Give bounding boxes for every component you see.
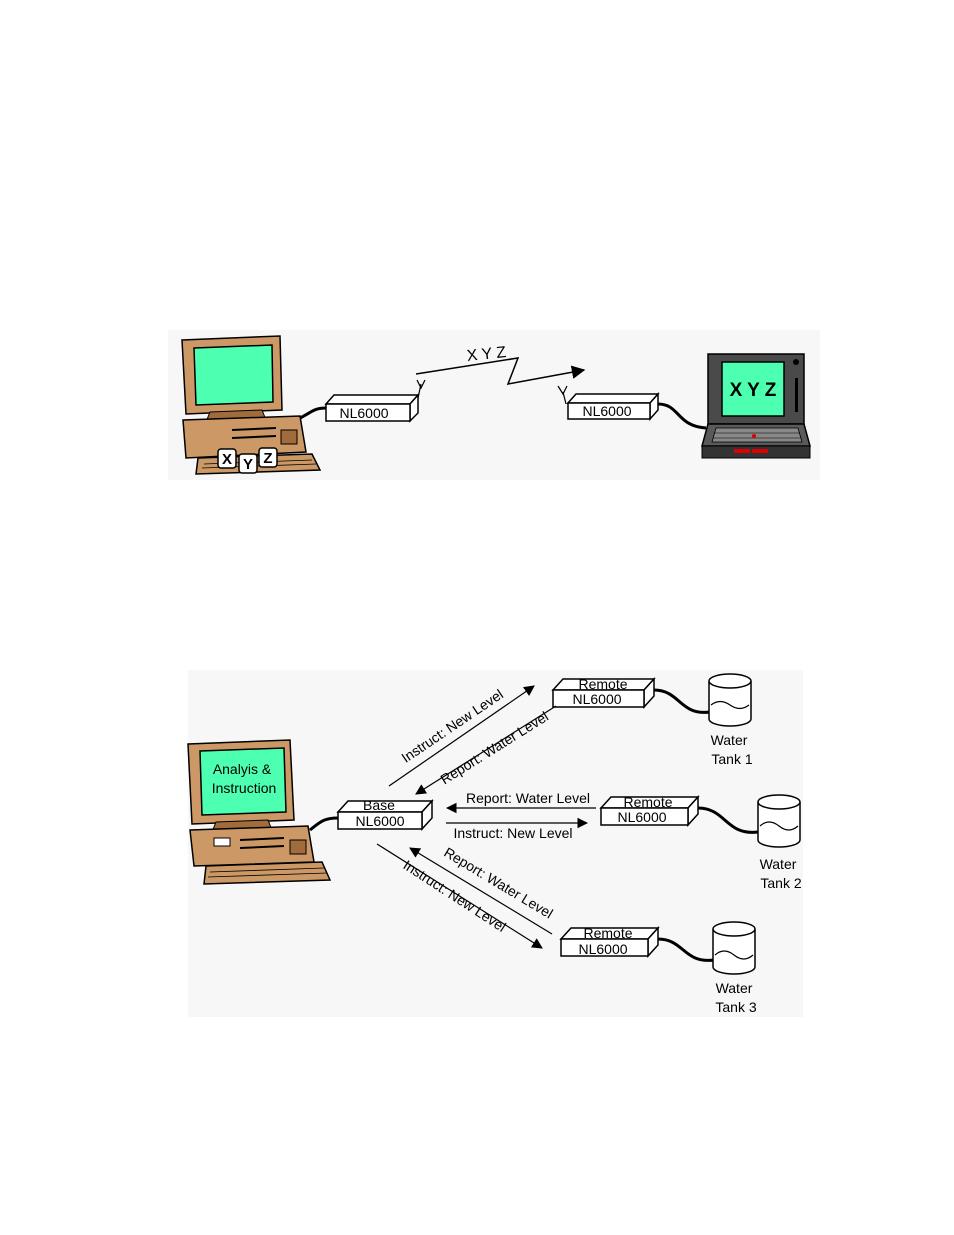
radio-signal-zigzag bbox=[415, 357, 586, 385]
desktop-computer-2-icon: Analyis & Instruction bbox=[187, 739, 332, 885]
label-report-remote-2: Report: Water Level bbox=[466, 790, 590, 806]
diagram-base-remote: Analyis & Instruction Base NL6000 bbox=[187, 670, 803, 1017]
cable-remote-3-tank bbox=[657, 937, 715, 962]
cable-desktop-radio bbox=[299, 406, 327, 420]
keycap-y: Y bbox=[238, 453, 258, 474]
arrow-instruct-remote-3 bbox=[376, 843, 543, 949]
remote-1-line-1: Remote bbox=[578, 676, 627, 692]
tank-3-line-2: Tank 3 bbox=[715, 999, 756, 1015]
tank-2-line-2: Tank 2 bbox=[760, 875, 801, 891]
arrow-instruct-remote-1 bbox=[388, 685, 535, 787]
remote-3-line-1: Remote bbox=[583, 925, 632, 941]
keycap-y-label: Y bbox=[243, 456, 253, 473]
tank-1-line-2: Tank 1 bbox=[711, 751, 752, 767]
remote-3-line-2: NL6000 bbox=[578, 941, 627, 957]
radio-right-label: NL6000 bbox=[582, 403, 631, 419]
cable-remote-1-tank bbox=[653, 688, 711, 714]
keycap-x-label: X bbox=[222, 451, 232, 468]
cable-desktop-base bbox=[309, 816, 339, 832]
remote-radio-2: Remote NL6000 bbox=[599, 794, 700, 827]
radio-left: NL6000 bbox=[324, 379, 426, 423]
screen-line-1: Analyis & bbox=[213, 761, 272, 777]
laptop-screen bbox=[721, 361, 785, 417]
base-radio: Base NL6000 bbox=[336, 797, 434, 831]
tank-1-line-1: Water bbox=[711, 732, 748, 748]
keycap-x: X bbox=[217, 448, 237, 469]
cable-radio-laptop bbox=[657, 402, 707, 430]
keycap-z-label: Z bbox=[263, 450, 272, 467]
radio-right: NL6000 bbox=[557, 385, 660, 421]
signal-text: X Y Z bbox=[466, 344, 507, 365]
remote-radio-3: Remote NL6000 bbox=[559, 925, 660, 958]
remote-1-line-2: NL6000 bbox=[572, 691, 621, 707]
water-tank-2-icon bbox=[757, 794, 801, 848]
arrow-report-remote-3 bbox=[409, 847, 553, 935]
tank-2-line-1: Water bbox=[760, 856, 797, 872]
laptop-computer-icon: X Y Z bbox=[701, 353, 811, 459]
base-line-2: NL6000 bbox=[355, 813, 404, 829]
diagram-point-to-point: X Y Z NL6000 X Y Z NL6000 bbox=[168, 330, 820, 480]
cable-remote-2-tank bbox=[697, 806, 759, 834]
tank-3-line-1: Water bbox=[716, 980, 753, 996]
antenna-left-icon bbox=[416, 379, 426, 399]
keycap-z: Z bbox=[258, 447, 278, 468]
desktop-screen bbox=[193, 344, 274, 406]
remote-2-line-2: NL6000 bbox=[617, 809, 666, 825]
radio-left-label: NL6000 bbox=[339, 405, 388, 421]
water-tank-1-icon bbox=[708, 673, 752, 727]
screen-line-2: Instruction bbox=[212, 780, 277, 796]
laptop-screen-text: X Y Z bbox=[730, 380, 777, 401]
base-line-1: Base bbox=[363, 797, 395, 813]
remote-radio-1: Remote NL6000 bbox=[551, 676, 656, 709]
remote-2-line-1: Remote bbox=[623, 794, 672, 810]
analysis-screen bbox=[199, 747, 287, 816]
label-instruct-remote-2: Instruct: New Level bbox=[453, 825, 572, 841]
water-tank-3-icon bbox=[712, 921, 756, 975]
arrow-report-remote-1 bbox=[415, 705, 557, 795]
antenna-right-icon bbox=[557, 385, 568, 405]
